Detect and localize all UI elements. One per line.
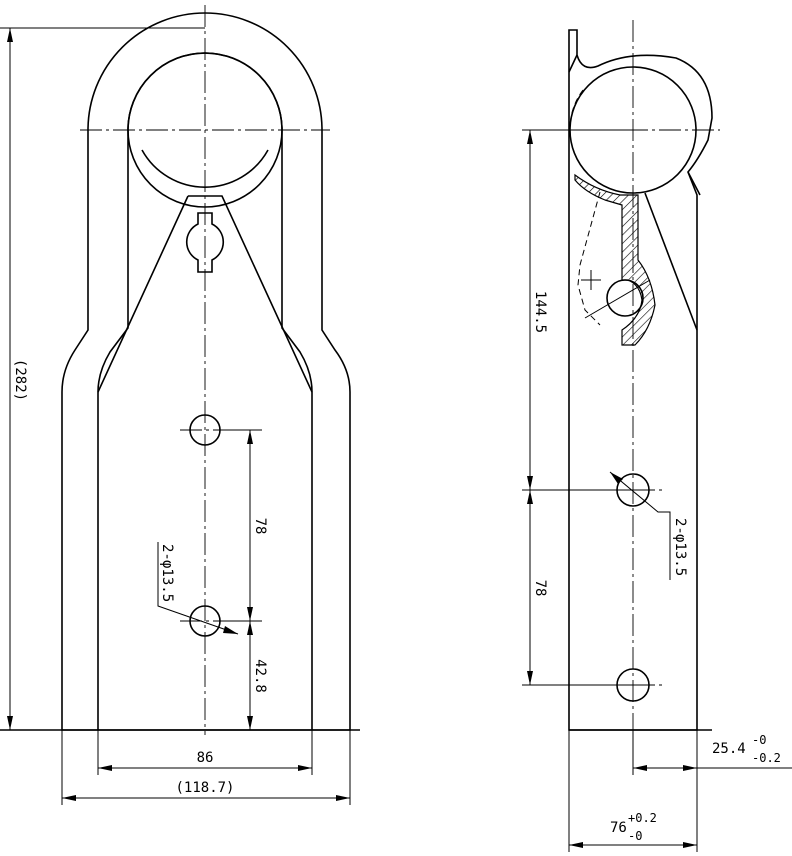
front-hole-callout-prefix: 2- [159, 544, 175, 561]
side-width-nominal: 76 [610, 820, 627, 836]
side-pin-hidden-arc [569, 89, 584, 131]
side-top-dim-arrow-top [527, 130, 533, 144]
front-bottom-offset-arrow-mid [247, 621, 253, 635]
front-hole-spacing-label: 78 [252, 518, 268, 535]
side-thickness-arrow-right [683, 765, 697, 771]
side-outer-outline [568, 29, 713, 731]
side-inner-outline [568, 54, 701, 196]
side-width-arrow-left [569, 842, 583, 848]
front-hole-callout-leader [157, 542, 239, 635]
front-outer-width-label: (118.7) [175, 780, 234, 796]
front-bottom-offset-label: 42.8 [252, 659, 268, 693]
side-latch-pivot-circle [606, 279, 644, 317]
front-hole-callout-diameter: φ13.5 [159, 560, 175, 602]
front-outer-width-arrow-right [336, 795, 350, 801]
front-height-dim-arrow-top [7, 28, 13, 42]
front-outer-width-arrow-left [62, 795, 76, 801]
front-inner-width-arrow-left [98, 765, 112, 771]
side-latch-pivot-ray [584, 279, 651, 319]
side-hole-callout-arrow [610, 472, 623, 484]
front-inner-width-label: 86 [197, 750, 214, 766]
front-hole-callout-arrow [223, 626, 238, 634]
side-top-to-hole-label: 144.5 [532, 291, 548, 333]
side-latch-hidden-outline [577, 191, 601, 326]
side-diagonal-line [644, 192, 698, 331]
front-outer-outline [61, 12, 351, 731]
front-hole-spacing-arrow-mid [247, 607, 253, 621]
front-view: (282) 78 42.8 2- φ13.5 86 (118.7) [0, 5, 360, 805]
side-hole-callout-diameter: φ13.5 [672, 534, 688, 576]
side-width-upper-tol: +0.2 [628, 811, 657, 825]
side-hole-spacing-arrow-top [527, 490, 533, 504]
side-hole-callout-prefix: 2- [672, 518, 688, 535]
side-hole-spacing-arrow-bottom [527, 671, 533, 685]
side-latch-hatched [574, 173, 656, 346]
side-width-lower-tol: -0 [628, 829, 642, 843]
side-thickness-upper-tol: -0 [752, 733, 766, 747]
front-triangle-plate [97, 195, 313, 393]
side-hole-spacing-label: 78 [532, 580, 548, 597]
side-width-arrow-right [683, 842, 697, 848]
side-hole-callout-leader [609, 471, 671, 580]
front-inner-width-arrow-right [298, 765, 312, 771]
front-hole-spacing-arrow-top [247, 430, 253, 444]
side-top-dim-arrow-bottom [527, 476, 533, 490]
front-bottom-offset-arrow-bottom [247, 716, 253, 730]
front-keyhole-slot [185, 212, 225, 273]
front-overall-height-label: (282) [12, 359, 28, 401]
side-thickness-nominal: 25.4 [712, 741, 746, 757]
side-view: 144.5 78 2- φ13.5 25.4 -0 -0.2 76 +0.2 -… [522, 20, 792, 852]
front-height-dim-arrow-bottom [7, 716, 13, 730]
side-thickness-lower-tol: -0.2 [752, 751, 781, 765]
side-thickness-arrow-left [633, 765, 647, 771]
